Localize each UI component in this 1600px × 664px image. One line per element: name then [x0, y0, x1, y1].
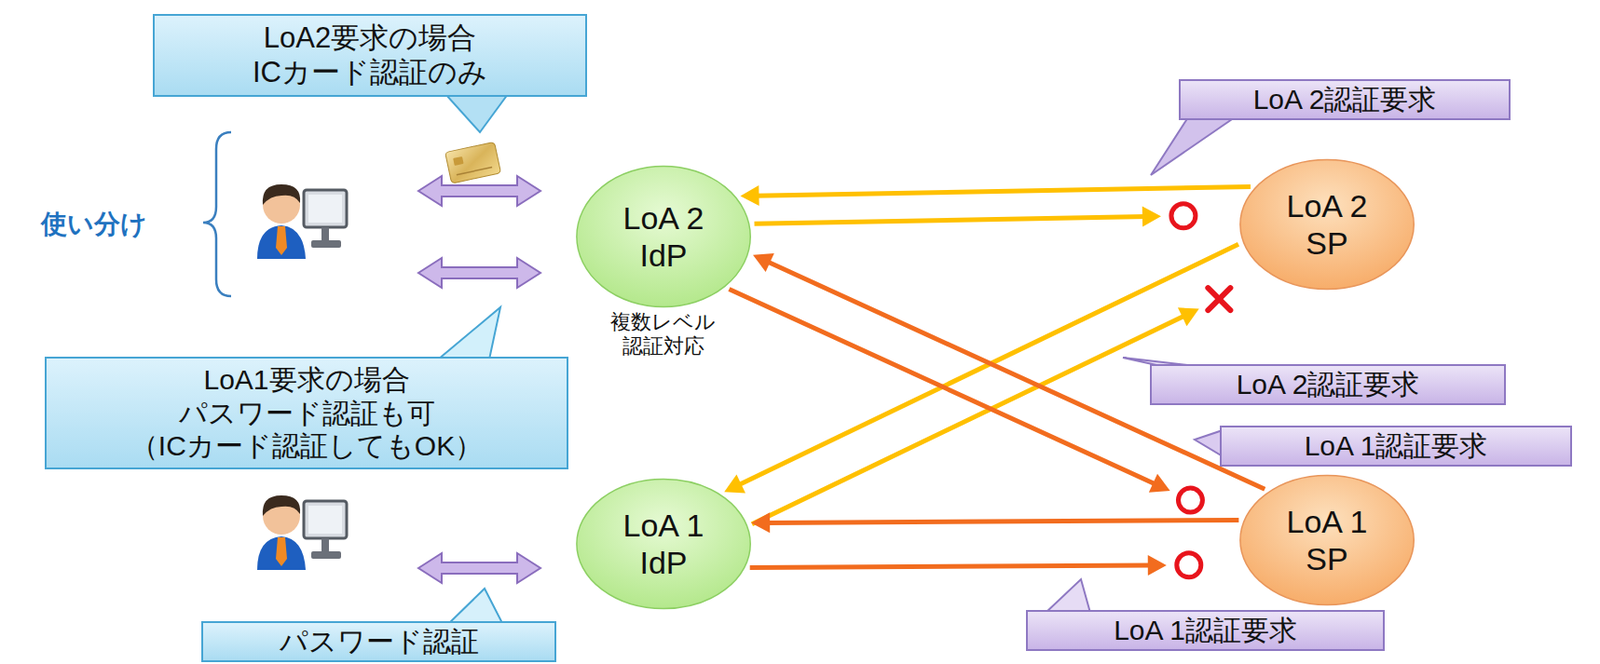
ellipse-outline — [574, 478, 753, 611]
node-text: LoA 1認証要求 — [1113, 614, 1298, 647]
sp-ellipse: LoA 2 SP — [1238, 158, 1416, 291]
node-text: LoA 1認証要求 — [1304, 429, 1489, 463]
ellipse-outline — [1238, 158, 1416, 291]
arrow-connector — [751, 512, 1239, 534]
sp-ellipse: LoA 1 SP — [1238, 474, 1416, 607]
ok-mark — [1177, 488, 1203, 513]
idp-ellipse: LoA 1 IdP — [574, 478, 753, 611]
request-callout: LoA 2認証要求 — [1149, 364, 1506, 406]
ok-mark — [1176, 553, 1202, 578]
node-text: パスワード認証 — [279, 625, 479, 658]
note-callout: LoA2要求の場合 ICカード認証のみ — [152, 13, 588, 97]
node-text: LoA1要求の場合 パスワード認証も可 （ICカード認証してもOK） — [116, 363, 497, 463]
arrow-connector — [750, 553, 1202, 578]
request-callout: LoA 1認証要求 — [1219, 425, 1573, 466]
request-callout: LoA 2認証要求 — [1178, 79, 1511, 121]
node-text: LoA 2認証要求 — [1253, 82, 1437, 116]
ic-card — [445, 141, 502, 183]
arrow-connector — [728, 288, 1203, 513]
request-callout: LoA 1認証要求 — [1025, 610, 1385, 652]
note-callout: LoA1要求の場合 パスワード認証も可 （ICカード認証してもOK） — [44, 356, 569, 470]
node-text: LoA 2 IdP — [609, 199, 718, 274]
node-text: LoA 1 IdP — [609, 506, 718, 582]
ellipse-outline — [574, 164, 753, 309]
free-label: 使い分け — [41, 206, 148, 243]
node-text: LoA 1 SP — [1272, 503, 1382, 578]
note-callout: パスワード認証 — [201, 621, 557, 662]
arrow-connector — [739, 185, 1250, 206]
user-icon — [257, 495, 347, 571]
bracket — [203, 132, 232, 297]
node-text: LoA 2認証要求 — [1236, 368, 1421, 401]
user-icon — [257, 184, 347, 260]
arrow-connector — [754, 204, 1196, 229]
node-note: 複数レベル 認証対応 — [605, 310, 721, 359]
node-text: LoA2要求の場合 ICカード認証のみ — [231, 21, 509, 90]
node-text: LoA 2 SP — [1272, 187, 1382, 262]
ng-mark — [1207, 287, 1231, 311]
ok-mark — [1171, 204, 1196, 229]
idp-ellipse: LoA 2 IdP複数レベル 認証対応 — [574, 164, 753, 309]
arrow-connector — [752, 287, 1231, 525]
ellipse-outline — [1238, 474, 1416, 607]
